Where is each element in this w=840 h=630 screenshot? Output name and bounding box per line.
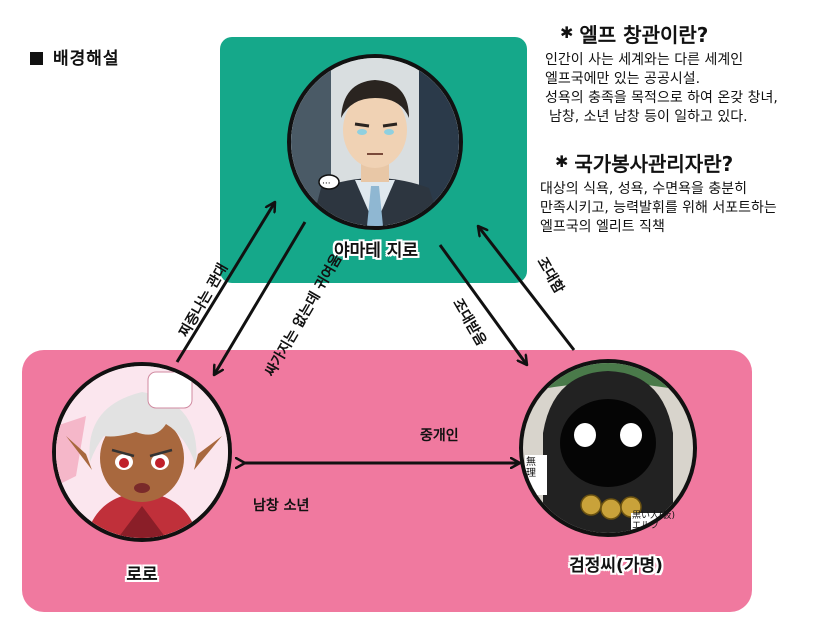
geomjeong-illustration [523,363,693,533]
asterisk-icon: ✱ [555,152,569,171]
yamate-name: 야마테 지로 [333,241,419,261]
definition-title: 엘프 창관이란? [579,23,709,47]
section-header-text: 배경해설 [53,49,120,69]
geomjeong-portrait [519,359,697,537]
geomjeong-tag-1: 無理 [526,457,536,479]
yamate-portrait: ··· [287,54,463,230]
definition-line: 인간이 사는 세계와는 다른 세계인 [545,52,744,68]
arrow-geomjeong-to-yamate [478,226,576,351]
definition-line: 만족시키고, 능력발휘를 위해 서포트하는 [540,200,777,216]
arrow-yamate-to-geomjeong [438,244,527,365]
definition-manager: ✱ 국가봉사관리자란? [555,148,733,177]
geomjeong-name: 검정씨(가명) [569,556,663,576]
svg-text:···: ··· [322,179,331,189]
definition-title: 국가봉사관리자란? [574,152,734,176]
section-header: 배경해설 [30,44,120,69]
geomjeong-tag-2: 黒い人(仮) [632,511,676,521]
arrow-roro-to-yamate [175,202,277,363]
arrow-yamate-to-roro [212,221,307,375]
relation-label-broker: 중개인 [420,428,459,444]
roro-name: 로로 [126,565,158,585]
definition-line: 엘프국의 엘리트 직책 [540,219,665,235]
definition-manager-body: 대상의 식욕, 성욕, 수면욕을 충분히 만족시키고, 능력발휘를 위해 서포트… [540,180,777,237]
definition-line: 엘프국에만 있는 공공시설. [545,71,701,87]
relation-label-boy-prostitute: 남창 소년 [253,498,310,514]
definition-brothel-body: 인간이 사는 세계와는 다른 세계인 엘프국에만 있는 공공시설. 성욕의 충족… [545,51,778,127]
definition-line: 성욕의 충족을 목적으로 하여 온갖 창녀, [545,90,778,106]
geomjeong-tag-3: エルフ [632,521,660,531]
definition-line: 대상의 식욕, 성욕, 수면욕을 충분히 [540,181,748,197]
roro-illustration [56,366,228,538]
asterisk-icon: ✱ [560,23,574,42]
definition-brothel: ✱ 엘프 창관이란? [560,19,708,48]
square-bullet-icon [30,52,43,65]
definition-line: 남창, 소년 남창 등이 일하고 있다. [549,109,748,125]
yamate-illustration: ··· [291,58,459,226]
roro-portrait [52,362,232,542]
